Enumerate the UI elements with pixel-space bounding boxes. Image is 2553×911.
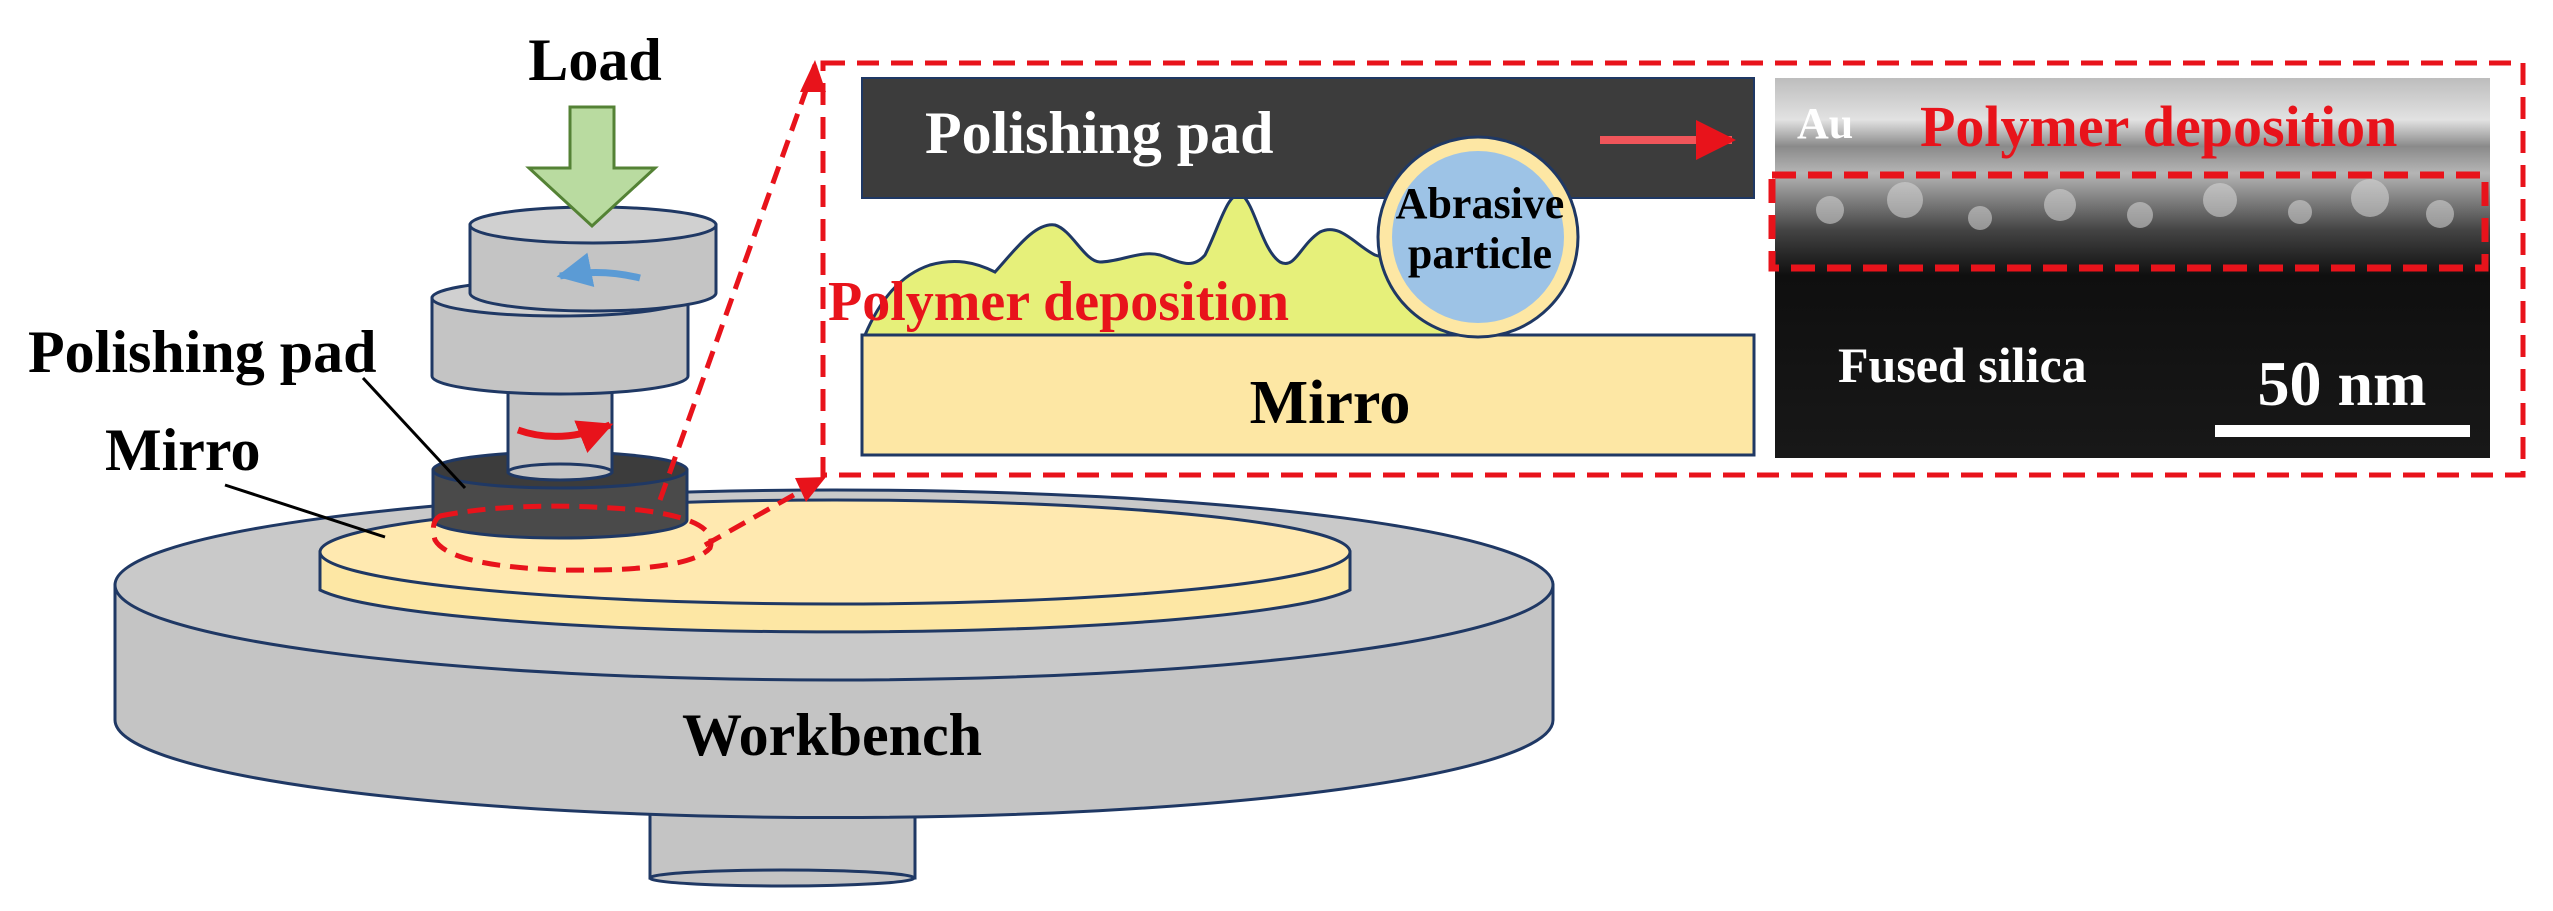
zoom-line-lower-arrowhead — [795, 477, 826, 502]
abrasive-particle-label-line2: particle — [1408, 229, 1552, 278]
load-arrow-icon — [525, 105, 659, 229]
zoom-line-lower — [703, 480, 817, 548]
zoom-line-upper — [657, 64, 818, 501]
mirro-label: Mirro — [105, 417, 260, 483]
inset-mirro-label: Mirro — [1250, 369, 1411, 437]
micrograph-deposition-highlight — [1768, 171, 2489, 272]
micrograph-texture — [1816, 179, 2454, 230]
scale-bar-label: 50 nm — [2258, 348, 2427, 419]
inset-polishing-pad-label: Polishing pad — [925, 100, 1274, 166]
polishing-pad-label: Polishing pad — [28, 319, 377, 385]
contact-zone-highlight — [430, 503, 714, 573]
abrasive-particle-core — [1392, 151, 1564, 323]
sem-micrograph: Au Polymer deposition Fused silica 50 nm — [1768, 78, 2490, 458]
scale-bar — [2215, 425, 2470, 437]
load-arrow: Load — [525, 27, 662, 229]
rotation-arrow-blue-icon — [556, 252, 641, 287]
inset-schematic: Mirro Polishing pad Abrasive particle Po… — [828, 77, 1756, 457]
micrograph-au-label: Au — [1797, 99, 1853, 148]
polishing-pad-leader-line — [361, 376, 467, 490]
micrograph-polymer-deposition-label: Polymer deposition — [1920, 94, 2397, 159]
zoom-line-upper-arrowhead — [800, 60, 826, 92]
polishing-head — [430, 205, 718, 540]
abrasive-particle-label-line1: Abrasive — [1396, 179, 1565, 228]
spindle-shaft-bottom — [506, 462, 614, 482]
head-middle-disc-side — [430, 296, 690, 396]
inset-mirror-block — [860, 333, 1756, 457]
rotation-arrow-red-icon — [516, 420, 614, 453]
micrograph-fused-silica-label: Fused silica — [1838, 337, 2087, 393]
inset-frame — [820, 60, 2526, 478]
workbench-label: Workbench — [682, 702, 982, 768]
workbench-foot-bottom — [648, 868, 916, 888]
load-label: Load — [528, 27, 661, 93]
mirro-leader-line — [224, 483, 386, 539]
inset-polymer-deposition-label: Polymer deposition — [828, 271, 1289, 333]
